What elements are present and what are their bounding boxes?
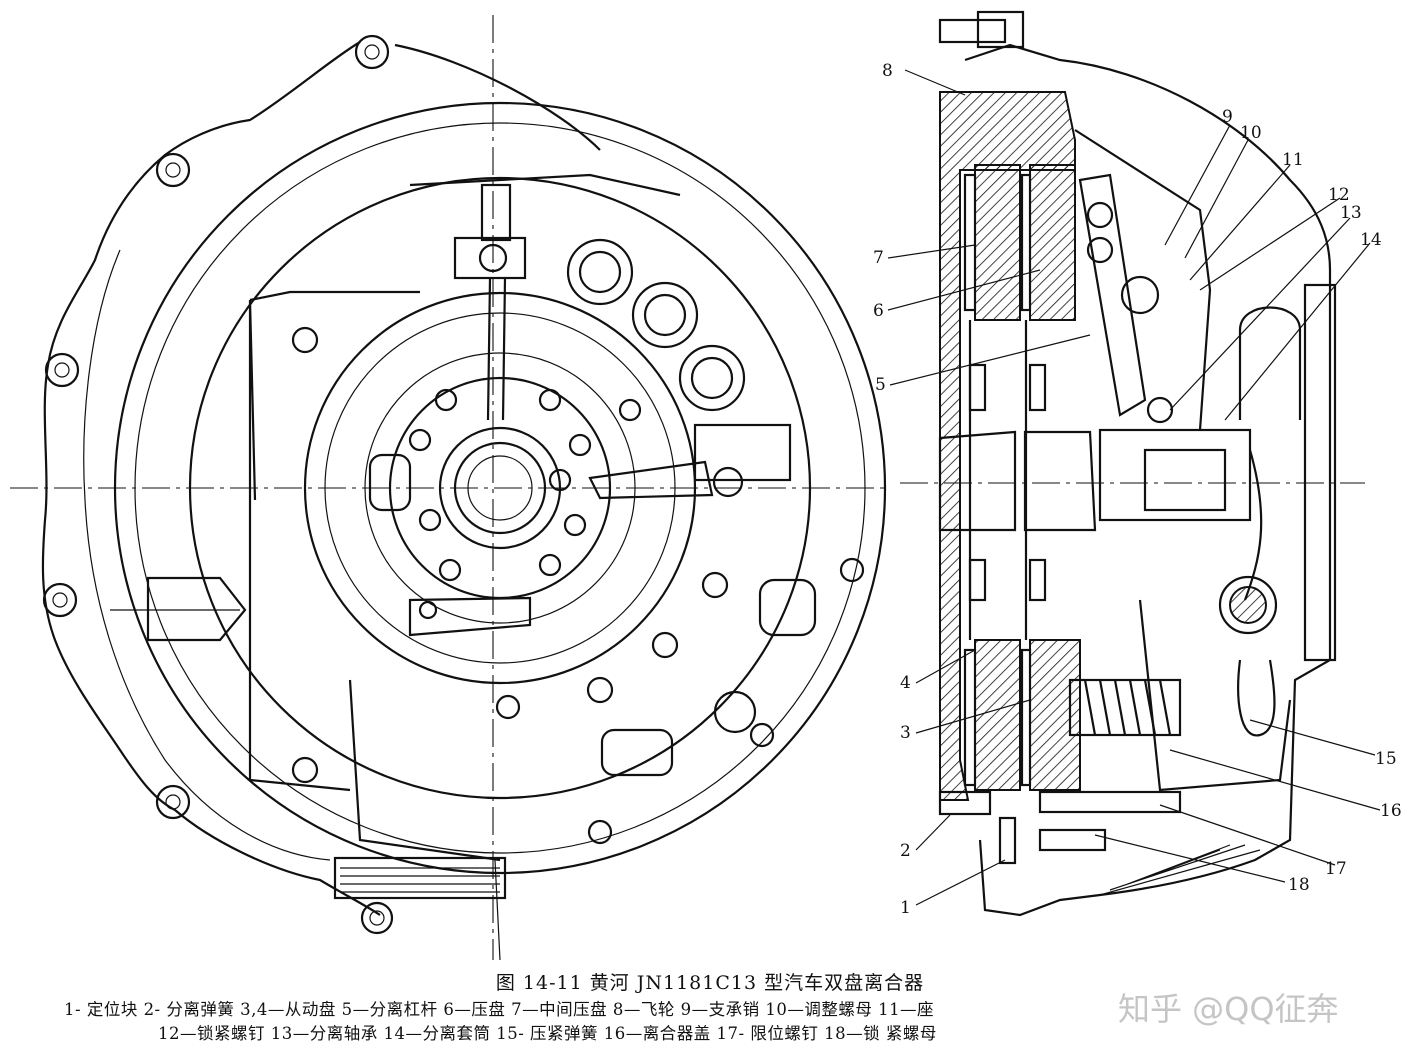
hub-2 bbox=[1023, 430, 1097, 532]
callout-7: 7 bbox=[873, 248, 884, 268]
pressure-spring bbox=[1068, 678, 1182, 737]
watermark: 知乎 @QQ征奔 bbox=[1118, 990, 1339, 1028]
clutch-housing bbox=[964, 43, 1332, 917]
callout-1: 1 bbox=[900, 898, 911, 918]
callout-10: 10 bbox=[1240, 123, 1262, 143]
legend-line-1: 1- 定位块 2- 分离弹簧 3,4—从动盘 5—分离杠杆 6—压盘 7—中间压… bbox=[64, 1000, 935, 1019]
callout-12: 12 bbox=[1328, 185, 1350, 205]
callout-5: 5 bbox=[875, 375, 886, 395]
callout-2: 2 bbox=[900, 841, 911, 861]
legend-line-2: 12—锁紧螺钉 13—分离轴承 14—分离套筒 15- 压紧弹簧 16—离合器盖… bbox=[158, 1024, 937, 1043]
callout-11: 11 bbox=[1282, 150, 1304, 170]
callout-17: 17 bbox=[1325, 859, 1347, 879]
driven-discs bbox=[963, 173, 1032, 787]
mount-holes bbox=[42, 34, 394, 935]
flange-plate bbox=[248, 290, 420, 792]
housing-inner bbox=[83, 249, 331, 861]
front-view bbox=[10, 15, 890, 961]
callout-3: 3 bbox=[900, 723, 911, 743]
callout-numbers: 1 2 3 4 5 6 7 8 9 10 11 12 13 14 15 16 1… bbox=[873, 61, 1402, 918]
section-view bbox=[900, 10, 1365, 917]
housing-outline bbox=[41, 41, 601, 916]
clutch-drawing: 1 2 3 4 5 6 7 8 9 10 11 12 13 14 15 16 1… bbox=[10, 10, 1402, 961]
release-fork bbox=[1243, 449, 1263, 601]
release-bearing bbox=[1098, 428, 1252, 522]
pressure-plate bbox=[1029, 164, 1076, 321]
clutch-cover bbox=[1074, 129, 1292, 792]
callout-16: 16 bbox=[1380, 801, 1402, 821]
callout-4: 4 bbox=[900, 673, 911, 693]
small-holes bbox=[291, 326, 865, 845]
spring-cups bbox=[566, 238, 757, 734]
intermediate-plate bbox=[974, 164, 1021, 321]
callout-8: 8 bbox=[882, 61, 893, 81]
callout-13: 13 bbox=[1340, 203, 1362, 223]
callout-14: 14 bbox=[1360, 230, 1382, 250]
callout-18: 18 bbox=[1288, 875, 1310, 895]
release-lever bbox=[1078, 173, 1147, 417]
callout-6: 6 bbox=[873, 301, 884, 321]
flywheel bbox=[939, 91, 1076, 801]
callout-leaders bbox=[887, 69, 1381, 906]
callout-15: 15 bbox=[1375, 749, 1397, 769]
callout-9: 9 bbox=[1222, 107, 1233, 127]
hub-1 bbox=[938, 430, 1017, 532]
figure-title: 图 14-11 黄河 JN1181C13 型汽车双盘离合器 bbox=[495, 972, 925, 994]
